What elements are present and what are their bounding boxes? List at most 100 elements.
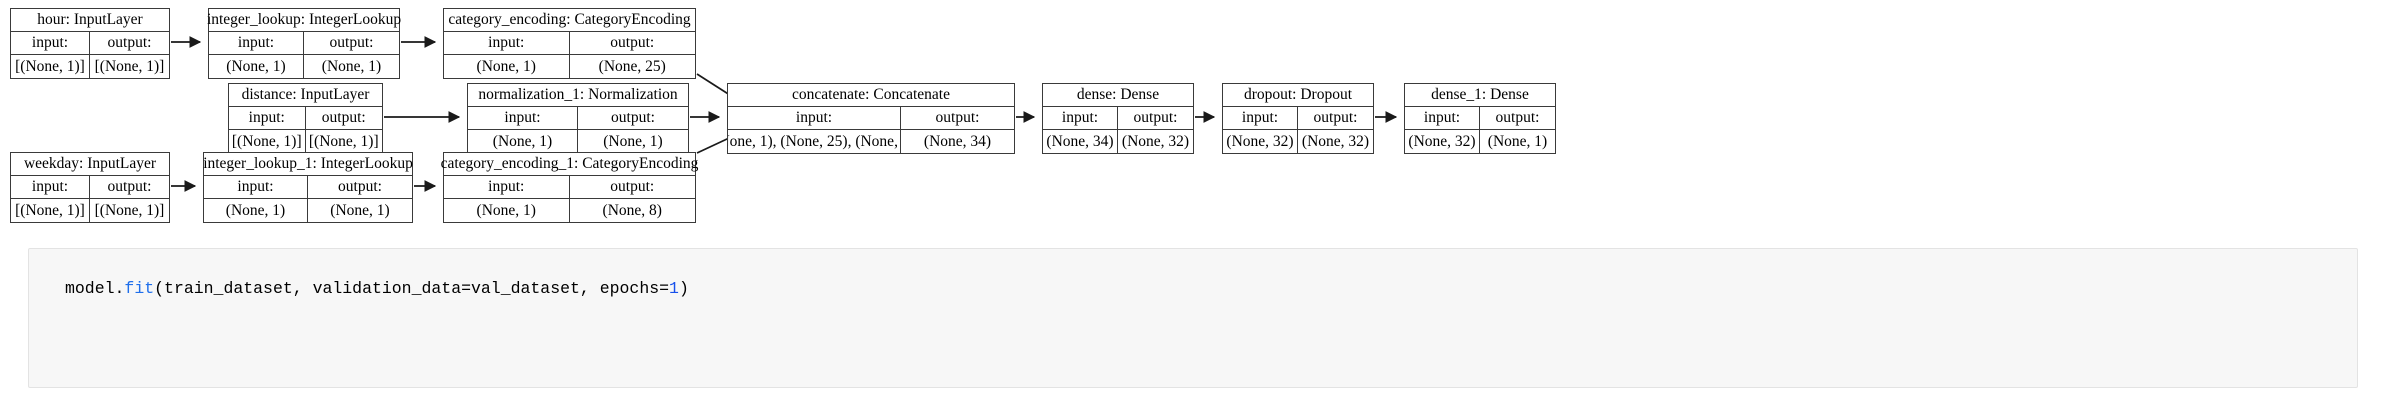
node-io-shapes: (None, 32) (None, 1) <box>1405 130 1555 153</box>
code-token-plain: model. <box>65 279 125 298</box>
node-output-label: output: <box>1133 109 1178 127</box>
node-title: category_encoding_1: CategoryEncoding <box>441 153 698 176</box>
node-input-shape: (None, 32) <box>1405 130 1480 153</box>
node-input-label: input: <box>444 176 570 198</box>
node-input-shape: [(None, 1)] <box>11 55 90 78</box>
node-output-label: output: <box>610 178 655 196</box>
node-io-shapes: (None, 1)(None, 1) <box>204 199 412 222</box>
node-io-labels: input: output: <box>229 107 382 130</box>
node-io-labels: input: output: <box>444 32 695 55</box>
code-line: model.fit(train_dataset, validation_data… <box>65 277 689 302</box>
code-token-plain: ) <box>678 279 689 298</box>
node-io-labels: input: output: <box>1405 107 1555 130</box>
node-io-labels: input: output: <box>468 107 688 130</box>
node-input-label: input: <box>229 107 306 129</box>
node-output-label: output: <box>1313 109 1358 127</box>
node-input-label: input: <box>11 176 90 198</box>
node-output-label: output: <box>610 34 655 52</box>
node-io-labels: input: output: <box>1043 107 1193 130</box>
node-title: dense: Dense <box>1043 84 1193 107</box>
node-output-shape: [(None, 1)] <box>94 57 165 75</box>
node-input-shape: (None, 34) <box>1043 130 1118 153</box>
node-io-labels: input: output: <box>11 32 169 55</box>
node-output-shape: [(None, 1)] <box>308 132 379 150</box>
node-output-label: output: <box>935 109 980 127</box>
node-output-shape: (None, 1) <box>321 57 382 75</box>
node-output-shape: (None, 34) <box>923 132 992 150</box>
code-cell[interactable]: model.fit(train_dataset, validation_data… <box>28 248 2358 388</box>
node-input-label: input: <box>1405 107 1480 129</box>
node-title: dropout: Dropout <box>1223 84 1373 107</box>
node-title: integer_lookup_1: IntegerLookup <box>203 153 413 176</box>
node-io-shapes: (None, 32)(None, 32) <box>1223 130 1373 153</box>
node-io-labels: input: output: <box>209 32 399 55</box>
code-token-plain: (train_dataset, validation_data=val_data… <box>154 279 670 298</box>
node-output-label: output: <box>1495 109 1540 127</box>
node-output-shape: [(None, 1)] <box>94 201 165 219</box>
node-input-shape: (None, 1) <box>444 199 570 222</box>
node-input-label: input: <box>11 32 90 54</box>
node-output-label: output: <box>329 34 374 52</box>
node-output-label: output: <box>107 178 152 196</box>
node-input-shape: [(None, 1)] <box>229 130 306 153</box>
node-output-shape: (None, 1) <box>330 201 390 219</box>
node-input-label: input: <box>1223 107 1298 129</box>
node-input-shape: (None, 1) <box>444 55 570 78</box>
node-io-shapes: [(None, 1)][(None, 1)] <box>11 55 169 78</box>
node-output-label: output: <box>611 109 655 127</box>
node-input-shape: [(None, 1), (None, 25), (None, 8)] <box>728 130 902 153</box>
node-io-shapes: [(None, 1)][(None, 1)] <box>229 130 382 153</box>
node-output-shape: (None, 25) <box>598 57 666 75</box>
node-title: category_encoding: CategoryEncoding <box>444 9 695 32</box>
node-io-shapes: [(None, 1)][(None, 1)] <box>11 199 169 222</box>
node-io-labels: input: output: <box>728 107 1014 130</box>
node-output-shape: (None, 1) <box>603 132 663 150</box>
node-output-label: output: <box>107 34 152 52</box>
code-token-fn: fit <box>124 279 155 298</box>
node-io-labels: input: output: <box>444 176 695 199</box>
node-output-shape: (None, 8) <box>602 201 662 219</box>
node-io-labels: input: output: <box>204 176 412 199</box>
node-input-label: input: <box>728 107 902 129</box>
node-input-label: input: <box>204 176 308 198</box>
node-io-shapes: (None, 1) (None, 8) <box>444 199 695 222</box>
node-input-label: input: <box>1043 107 1118 129</box>
node-output-shape: (None, 1) <box>1487 132 1548 150</box>
node-input-label: input: <box>209 32 304 54</box>
node-title: distance: InputLayer <box>229 84 382 107</box>
node-output-label: output: <box>338 178 382 196</box>
node-output-label: output: <box>321 109 366 127</box>
node-input-shape: (None, 32) <box>1223 130 1298 153</box>
node-title: integer_lookup: IntegerLookup <box>207 9 401 32</box>
node-input-label: input: <box>444 32 570 54</box>
node-title: normalization_1: Normalization <box>468 84 688 107</box>
node-title: concatenate: Concatenate <box>728 84 1014 107</box>
node-input-label: input: <box>468 107 578 129</box>
node-output-shape: (None, 32) <box>1121 132 1190 150</box>
node-title: hour: InputLayer <box>11 9 169 32</box>
node-input-shape: [(None, 1)] <box>11 199 90 222</box>
node-input-shape: (None, 1) <box>209 55 304 78</box>
node-io-shapes: (None, 1) (None, 1) <box>209 55 399 78</box>
node-io-labels: input: output: <box>11 176 169 199</box>
node-io-shapes: (None, 1) (None, 25) <box>444 55 695 78</box>
node-input-shape: (None, 1) <box>468 130 578 153</box>
node-title: weekday: InputLayer <box>11 153 169 176</box>
node-io-shapes: (None, 34)(None, 32) <box>1043 130 1193 153</box>
node-io-shapes: (None, 1) (None, 1) <box>468 130 688 153</box>
node-io-labels: input: output: <box>1223 107 1373 130</box>
node-output-shape: (None, 32) <box>1301 132 1370 150</box>
